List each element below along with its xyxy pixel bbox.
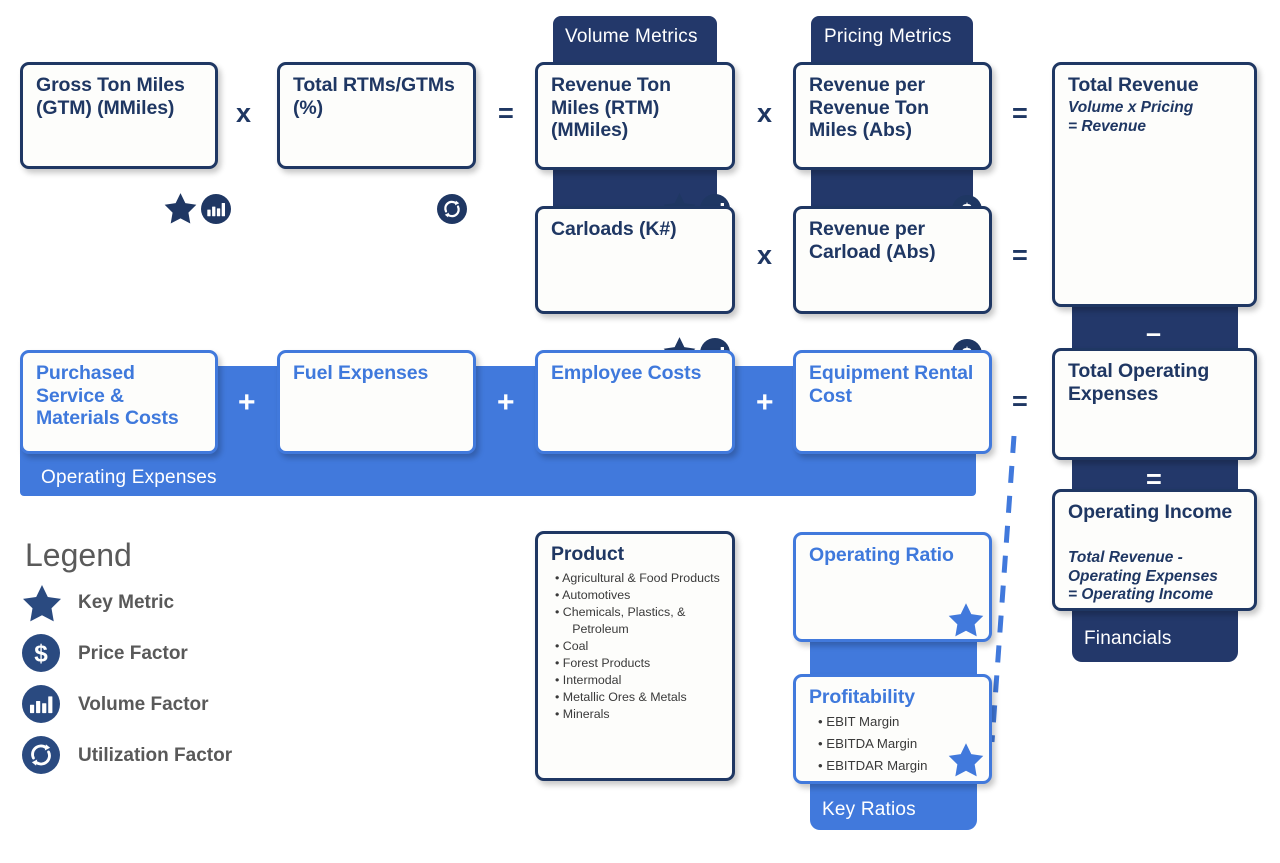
list-item: • Automotives: [555, 587, 631, 602]
box-revenue-per-rtm-title: Revenue per Revenue Ton Miles (Abs): [809, 74, 929, 142]
box-operating-income-title: Operating Income: [1068, 501, 1233, 523]
box-operating-income[interactable]: Operating Income Total Revenue - Operati…: [1052, 489, 1257, 611]
box-total-revenue[interactable]: Total Revenue Volume x Pricing = Revenue: [1052, 62, 1257, 307]
band-financials-label: Financials: [1084, 628, 1172, 649]
box-revenue-per-carload-title: Revenue per Carload (Abs): [809, 218, 936, 263]
operator-equals-5: =: [1146, 464, 1162, 494]
box-total-revenue-title: Total Revenue: [1068, 74, 1199, 96]
list-item: • Agricultural & Food Products: [555, 571, 720, 585]
operator-equals-4: =: [1012, 386, 1028, 416]
box-carloads[interactable]: Carloads (K#): [535, 206, 735, 314]
box-gross-ton-miles[interactable]: Gross Ton Miles (GTM) (MMiles): [20, 62, 218, 169]
operator-plus-3: +: [756, 386, 774, 419]
legend-label: Key Metric: [78, 592, 175, 613]
list-item: • EBITDA Margin: [818, 735, 918, 751]
legend-label: Volume Factor: [78, 694, 209, 715]
band-volume-metrics-label: Volume Metrics: [565, 26, 698, 47]
box-product-title: Product: [551, 543, 624, 565]
legend-label: Utilization Factor: [78, 745, 233, 766]
operator-times-3: x: [757, 240, 773, 270]
box-total-operating-expenses-title: Total Operating Expenses: [1068, 360, 1210, 405]
box-equipment-rental-title: Equipment Rental Cost: [809, 362, 974, 407]
list-item: • Minerals: [555, 706, 610, 721]
box-purchased-service-title: Purchased Service & Materials Costs: [36, 362, 179, 430]
box-profitability-list: • EBIT Margin • EBITDA Margin • EBITDAR Ma…: [818, 711, 981, 776]
box-total-rtm-gtm[interactable]: Total RTMs/GTMs (%): [277, 62, 476, 169]
list-item: • Metallic Ores & Metals: [555, 689, 687, 704]
legend-label: Price Factor: [78, 643, 188, 664]
legend-item-volume-factor: Volume Factor: [22, 685, 209, 725]
list-item: • Chemicals, Plastics, &: [555, 604, 686, 619]
box-revenue-per-rtm[interactable]: Revenue per Revenue Ton Miles (Abs): [793, 62, 992, 170]
box-carloads-title: Carloads (K#): [551, 218, 677, 240]
box-operating-ratio[interactable]: Operating Ratio: [793, 532, 992, 642]
box-profitability-title: Profitability: [809, 686, 915, 708]
band-pricing-metrics-label: Pricing Metrics: [824, 26, 952, 47]
star-icon: [948, 743, 984, 778]
volume-bars-icon: [201, 194, 231, 224]
box-employee-costs-title: Employee Costs: [551, 362, 702, 384]
legend-item-key-metric: Key Metric: [22, 583, 174, 623]
utilization-refresh-icon: [437, 194, 467, 224]
box-fuel-expenses[interactable]: Fuel Expenses: [277, 350, 476, 454]
box-operating-income-subtitle: Total Revenue - Operating Expenses = Ope…: [1068, 549, 1218, 604]
box-product-list: • Agricultural & Food Products • Automoti…: [555, 570, 724, 723]
list-item: • EBIT Margin: [818, 714, 900, 729]
list-item: • Forest Products: [555, 655, 651, 670]
box-total-revenue-subtitle: Volume x Pricing = Revenue: [1068, 99, 1194, 135]
legend-item-price-factor: Price Factor: [22, 634, 188, 674]
box-profitability[interactable]: Profitability • EBIT Margin • EBITDA Marg…: [793, 674, 992, 784]
operator-equals-1: =: [498, 98, 514, 128]
list-item: • EBITDAR Margin: [818, 757, 928, 773]
band-key-ratios-label: Key Ratios: [822, 799, 916, 820]
star-icon: [22, 583, 62, 623]
operator-times-1: x: [236, 98, 252, 128]
band-operating-expenses-label: Operating Expenses: [41, 467, 217, 488]
star-icon: [164, 193, 197, 225]
legend-item-utilization-factor: Utilization Factor: [22, 736, 232, 776]
operator-equals-2: =: [1012, 98, 1028, 128]
box-revenue-ton-miles[interactable]: Revenue Ton Miles (RTM) (MMiles): [535, 62, 735, 170]
utilization-refresh-icon: [22, 736, 62, 776]
volume-bars-icon: [22, 685, 62, 725]
list-item: • Coal: [555, 638, 589, 653]
box-total-rtm-gtm-title: Total RTMs/GTMs (%): [293, 74, 455, 119]
operator-plus-2: +: [497, 386, 515, 419]
box-gross-ton-miles-title: Gross Ton Miles (GTM) (MMiles): [36, 74, 185, 119]
dollar-icon: [22, 634, 62, 674]
box-equipment-rental[interactable]: Equipment Rental Cost: [793, 350, 992, 454]
star-icon: [948, 603, 984, 638]
legend-title: Legend: [25, 537, 132, 573]
box-revenue-per-carload[interactable]: Revenue per Carload (Abs): [793, 206, 992, 314]
list-item: Petroleum: [555, 621, 629, 636]
operator-minus-1: –: [1146, 318, 1162, 348]
box-total-operating-expenses[interactable]: Total Operating Expenses: [1052, 348, 1257, 460]
operator-plus-1: +: [238, 386, 256, 419]
operator-times-2: x: [757, 98, 773, 128]
box-fuel-expenses-title: Fuel Expenses: [293, 362, 429, 384]
operator-equals-3: =: [1012, 240, 1028, 270]
list-item: • Intermodal: [555, 672, 622, 687]
box-revenue-ton-miles-title: Revenue Ton Miles (RTM) (MMiles): [551, 74, 671, 142]
box-product[interactable]: Product • Agricultural & Food Products• …: [535, 531, 735, 781]
box-operating-ratio-title: Operating Ratio: [809, 544, 954, 566]
box-employee-costs[interactable]: Employee Costs: [535, 350, 735, 454]
box-purchased-service[interactable]: Purchased Service & Materials Costs: [20, 350, 218, 454]
